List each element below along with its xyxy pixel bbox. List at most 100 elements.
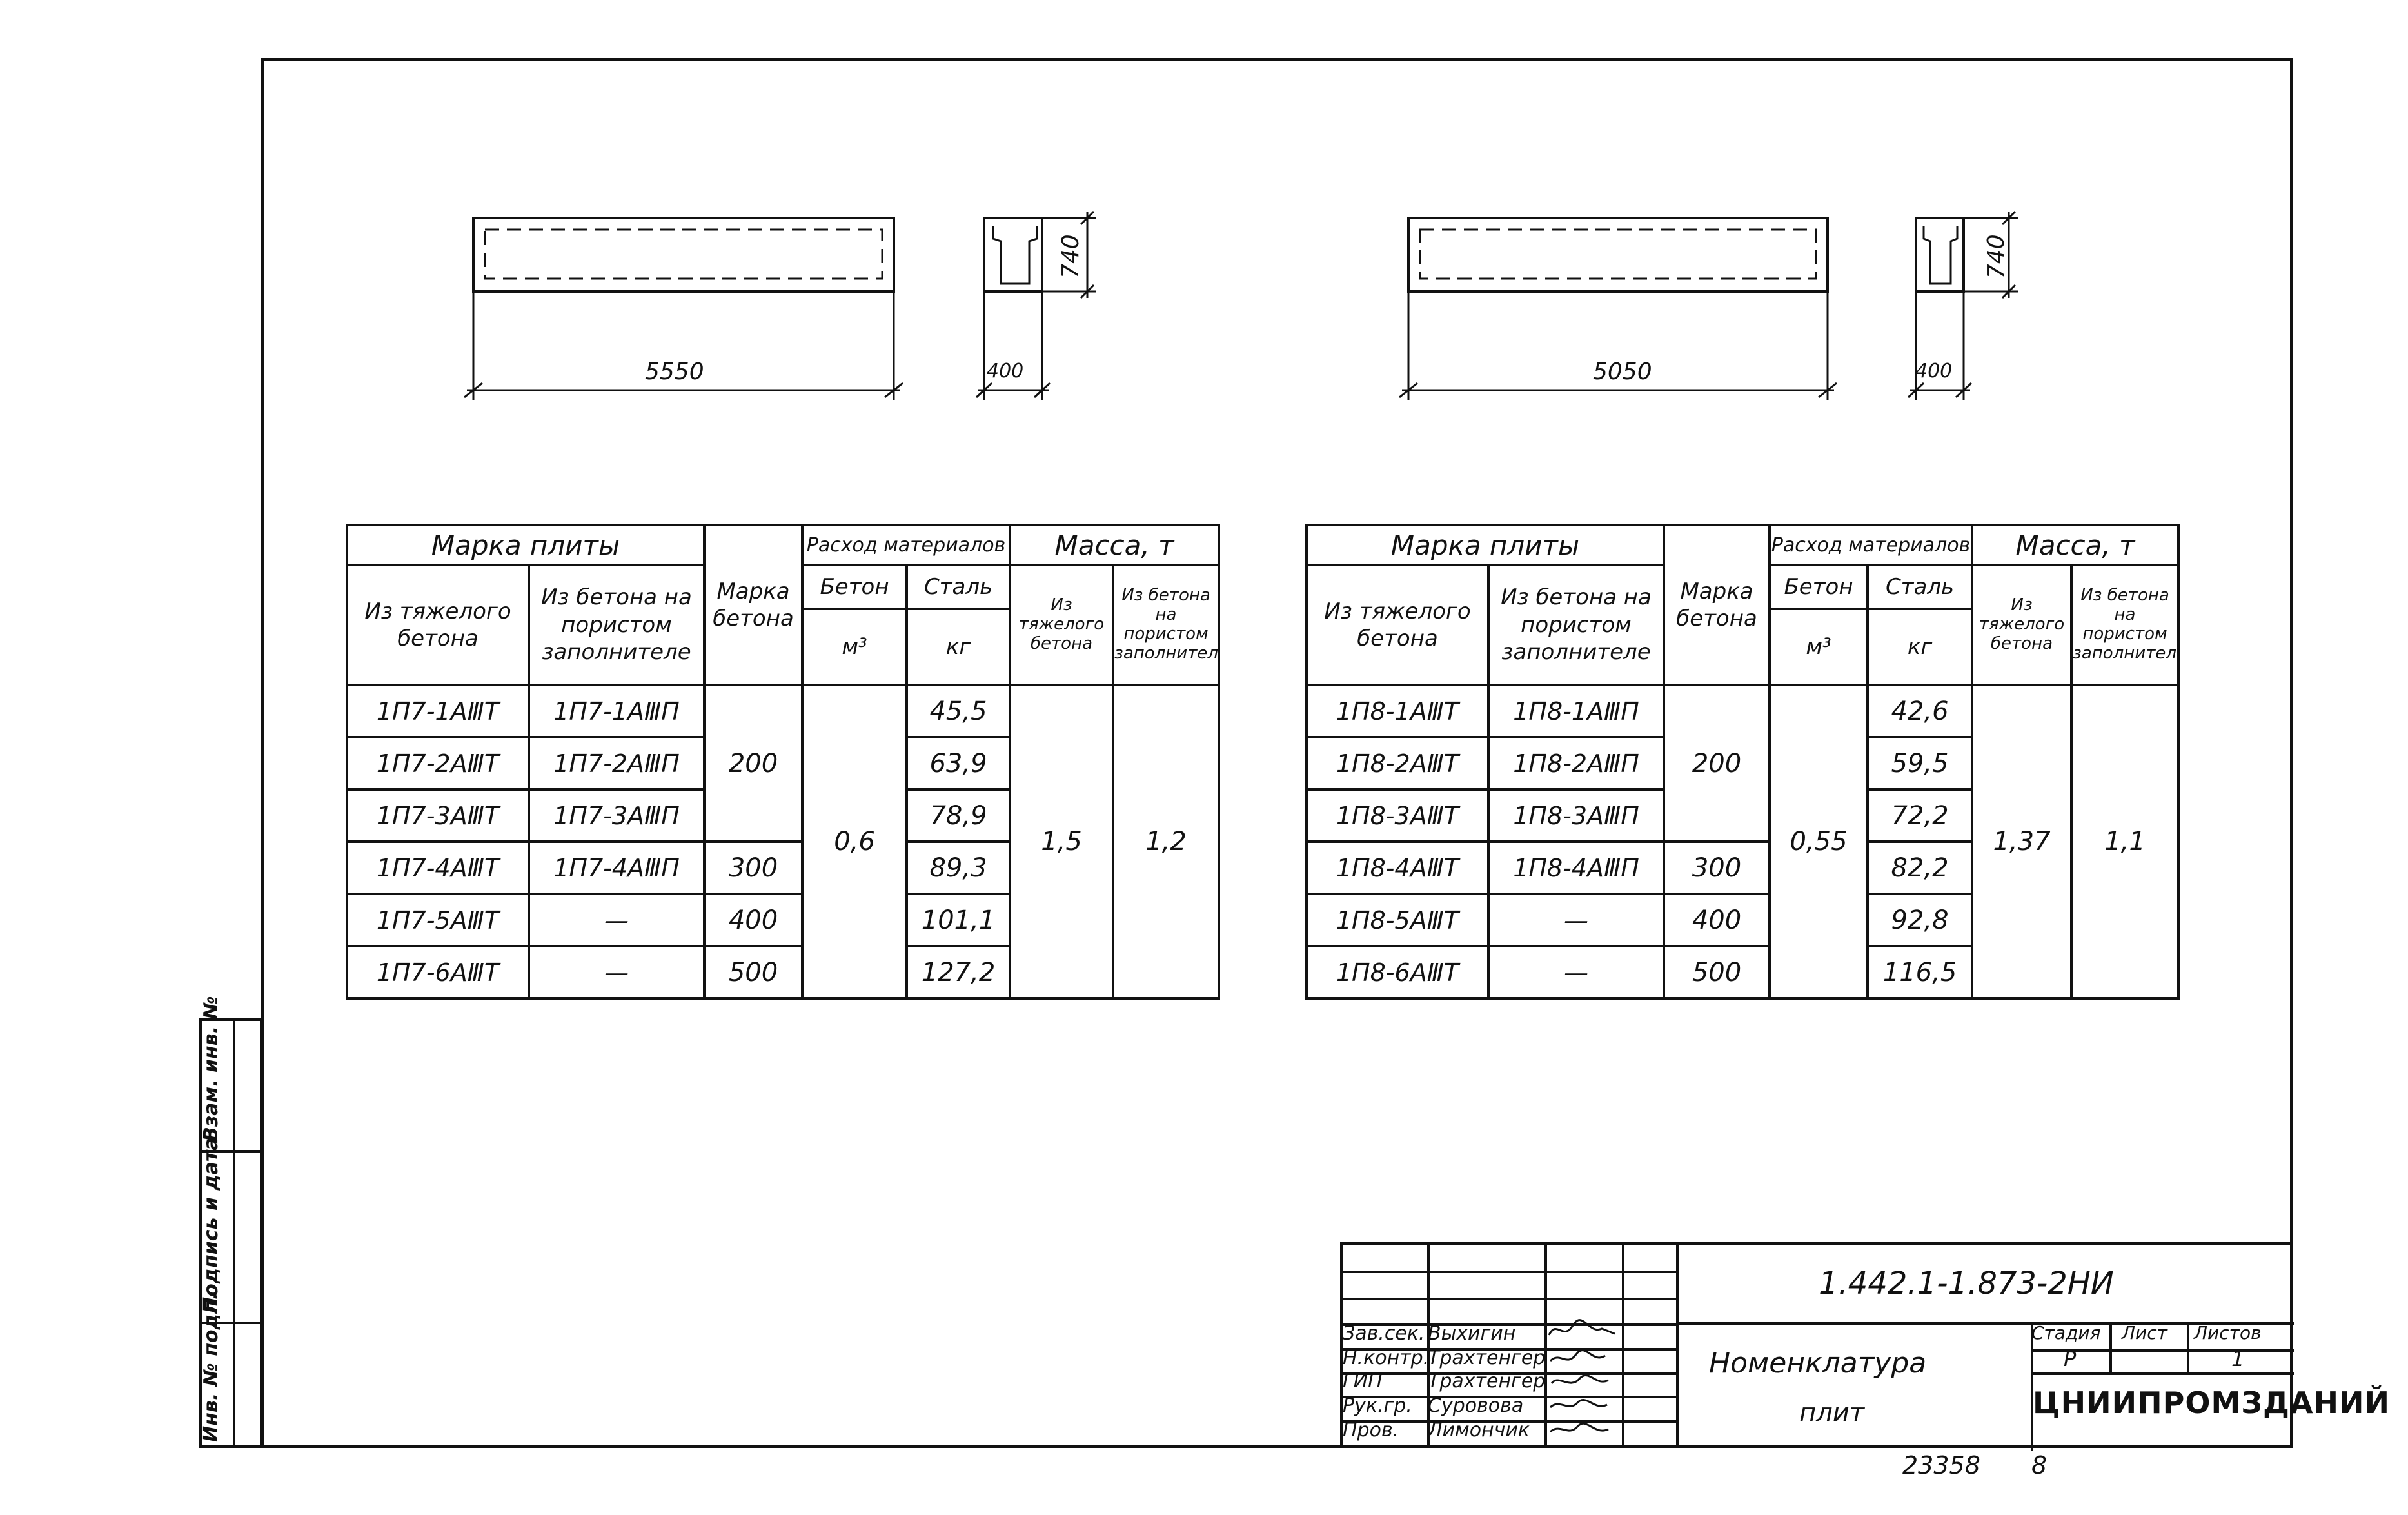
left-concrete-volume: 0,6 xyxy=(801,684,909,1000)
left-row-porous: 1П7-4АⅢП xyxy=(527,840,706,895)
right-header-concrete: Бетон xyxy=(1768,564,1870,610)
right-header-mass-porous: Из бетона на пористом заполнителе xyxy=(2070,564,2180,686)
right-row-steel: 92,8 xyxy=(1866,893,1974,947)
right-row-heavy: 1П8-3АⅢТ xyxy=(1305,788,1490,843)
right-row-heavy: 1П8-4АⅢТ xyxy=(1305,840,1490,895)
left-header-heavy: Из тяжелого бетона xyxy=(346,564,530,686)
left-row-heavy: 1П7-5АⅢТ xyxy=(346,893,530,947)
right-height-dim: 740 xyxy=(1983,234,2009,279)
left-grade: 500 xyxy=(703,945,804,1000)
left-header-porous: Из бетона на пористом заполнителе xyxy=(527,564,706,686)
right-row-porous: 1П8-2АⅢП xyxy=(1486,736,1666,791)
drawing-frame xyxy=(261,58,2293,1448)
right-row-steel: 42,6 xyxy=(1866,684,1974,738)
left-header-materials: Расход материалов xyxy=(801,524,1012,566)
right-row-heavy: 1П8-1АⅢТ xyxy=(1305,684,1490,738)
left-grade: 400 xyxy=(703,893,804,947)
right-header-materials: Расход материалов xyxy=(1768,524,1974,566)
right-row-porous: — xyxy=(1486,945,1666,1000)
left-header-mark: Марка плиты xyxy=(345,524,706,566)
left-row-steel: 89,3 xyxy=(905,840,1012,895)
right-grade: 400 xyxy=(1663,893,1771,947)
left-header-mass-heavy: Из тяжелого бетона xyxy=(1009,564,1115,686)
right-row-porous: 1П8-1АⅢП xyxy=(1486,684,1666,738)
right-grade: 500 xyxy=(1663,945,1771,1000)
page-number: 8 xyxy=(2031,1451,2048,1480)
right-plate-elevation xyxy=(1399,217,1837,400)
right-header-grade: Марка бетона xyxy=(1663,524,1771,686)
right-unit-concrete: м³ xyxy=(1768,608,1870,686)
right-mass-porous: 1,1 xyxy=(2070,684,2180,1000)
left-grade: 200 xyxy=(703,684,804,843)
stage-label: Стадия xyxy=(2031,1322,2101,1343)
left-plate-elevation xyxy=(464,217,903,400)
sheet-label: Лист xyxy=(2122,1322,2167,1343)
right-length-dim: 5050 xyxy=(1593,359,1652,385)
left-grade: 300 xyxy=(703,840,804,895)
right-row-steel: 72,2 xyxy=(1866,788,1974,843)
right-row-steel: 82,2 xyxy=(1866,840,1974,895)
left-row-porous: 1П7-3АⅢП xyxy=(527,788,706,843)
left-row-steel: 127,2 xyxy=(905,945,1012,1000)
right-concrete-volume: 0,55 xyxy=(1768,684,1870,1000)
staff-name: Лимончик xyxy=(1428,1419,1530,1441)
right-header-heavy: Из тяжелого бетона xyxy=(1305,564,1490,686)
left-row-heavy: 1П7-4АⅢТ xyxy=(346,840,530,895)
left-row-porous: 1П7-2АⅢП xyxy=(527,736,706,791)
signatures-image xyxy=(1548,1319,1615,1433)
right-mass-heavy: 1,37 xyxy=(1971,684,2073,1000)
right-width-dim: 400 xyxy=(1915,360,1953,382)
staff-role: Зав.сек. xyxy=(1343,1322,1425,1345)
right-row-heavy: 1П8-5АⅢТ xyxy=(1305,893,1490,947)
left-row-porous: — xyxy=(527,893,706,947)
right-grade: 200 xyxy=(1663,684,1771,843)
staff-role: Пров. xyxy=(1343,1419,1399,1441)
left-width-dim: 400 xyxy=(987,360,1024,382)
left-row-heavy: 1П7-1АⅢТ xyxy=(346,684,530,738)
left-row-porous: — xyxy=(527,945,706,1000)
left-row-heavy: 1П7-6АⅢТ xyxy=(346,945,530,1000)
doc-title-line2: плит xyxy=(1799,1398,1865,1428)
staff-name: Трахтенгер xyxy=(1428,1370,1546,1392)
stage-value: Р xyxy=(2064,1347,2077,1371)
right-row-steel: 116,5 xyxy=(1866,945,1974,1000)
left-unit-steel: кг xyxy=(905,608,1012,686)
right-row-porous: 1П8-4АⅢП xyxy=(1486,840,1666,895)
left-row-steel: 63,9 xyxy=(905,736,1012,791)
left-length-dim: 5550 xyxy=(645,359,704,385)
sheet-value: 1 xyxy=(2231,1347,2245,1371)
right-spec-table: Марка плиты Марка бетона Расход материал… xyxy=(1305,524,2180,1000)
title-block xyxy=(1340,1242,2294,1451)
right-grade: 300 xyxy=(1663,840,1771,895)
side-stamp xyxy=(199,1018,263,1448)
left-mass-porous: 1,2 xyxy=(1112,684,1221,1000)
left-header-mass: Масса, т xyxy=(1009,524,1221,566)
right-row-porous: — xyxy=(1486,893,1666,947)
archive-number: 23358 xyxy=(1902,1451,1980,1480)
staff-name: Суровова xyxy=(1428,1394,1524,1417)
left-row-steel: 101,1 xyxy=(905,893,1012,947)
left-header-concrete: Бетон xyxy=(801,564,909,610)
left-mass-heavy: 1,5 xyxy=(1009,684,1115,1000)
left-row-steel: 78,9 xyxy=(905,788,1012,843)
right-header-mark: Марка плиты xyxy=(1305,524,1666,566)
right-row-heavy: 1П8-2АⅢТ xyxy=(1305,736,1490,791)
staff-role: Рук.гр. xyxy=(1343,1394,1412,1417)
staff-name: Трахтенгер xyxy=(1428,1347,1546,1369)
right-row-porous: 1П8-3АⅢП xyxy=(1486,788,1666,843)
organization-name: ЦНИИПРОМЗДАНИЙ xyxy=(2033,1385,2391,1420)
left-row-porous: 1П7-1АⅢП xyxy=(527,684,706,738)
left-unit-concrete: м³ xyxy=(801,608,909,686)
left-height-dim: 740 xyxy=(1058,234,1084,279)
left-row-steel: 45,5 xyxy=(905,684,1012,738)
side-stamp-inv: Инв. № подл. xyxy=(200,1292,222,1442)
right-row-heavy: 1П8-6АⅢТ xyxy=(1305,945,1490,1000)
right-unit-steel: кг xyxy=(1866,608,1974,686)
staff-role: ГИП xyxy=(1343,1370,1383,1392)
right-header-mass-heavy: Из тяжелого бетона xyxy=(1971,564,2073,686)
doc-title-line1: Номенклатура xyxy=(1709,1347,1927,1380)
left-row-heavy: 1П7-2АⅢТ xyxy=(346,736,530,791)
left-row-heavy: 1П7-3АⅢТ xyxy=(346,788,530,843)
doc-code: 1.442.1-1.873-2НИ xyxy=(1819,1265,2114,1302)
sheets-label: Листов xyxy=(2194,1322,2262,1343)
